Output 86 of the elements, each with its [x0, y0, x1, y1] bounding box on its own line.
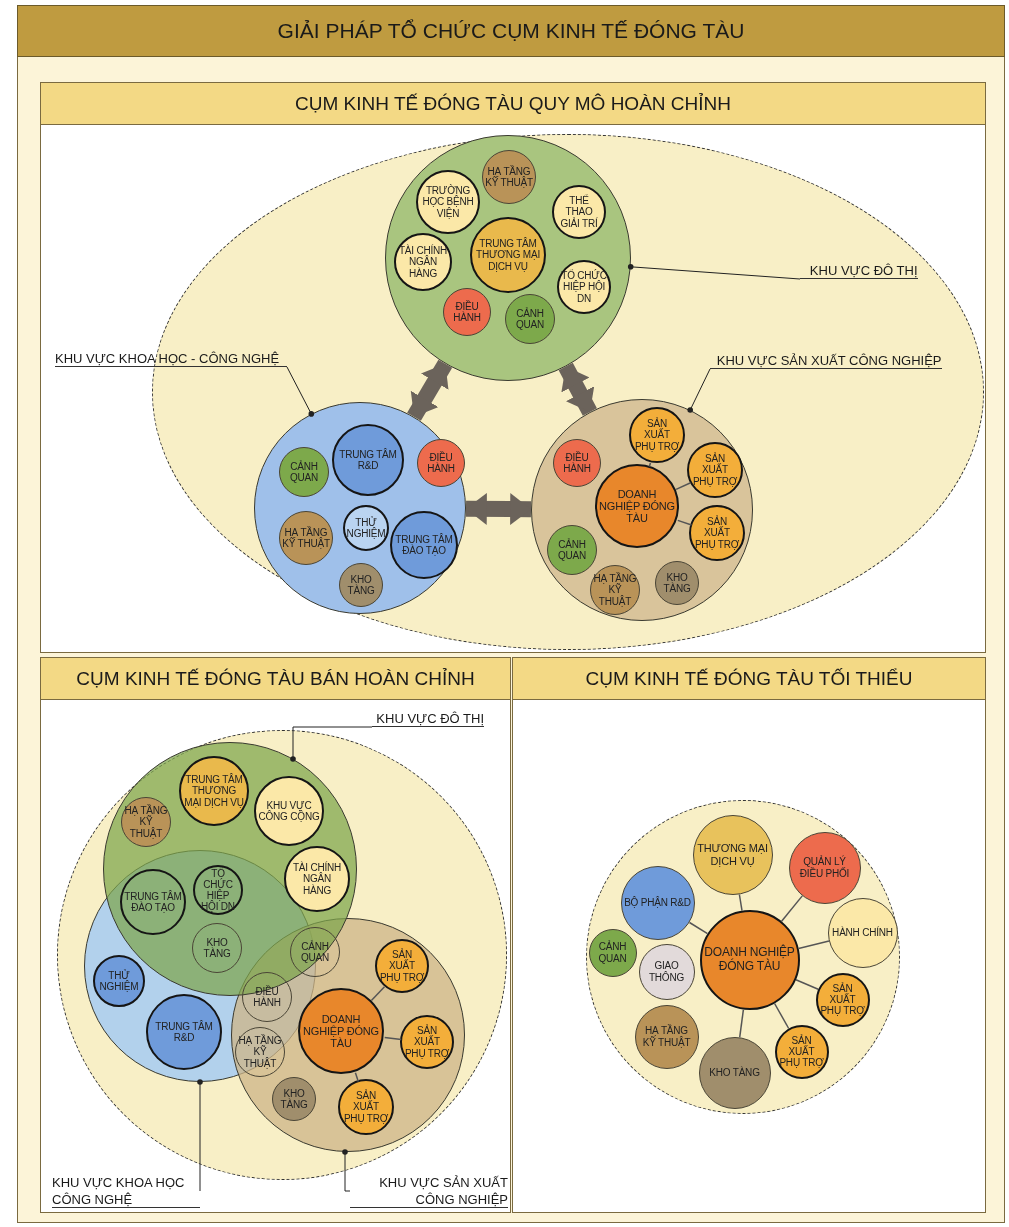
facility-circle: SẢN XUẤT PHỤ TRỢ [687, 442, 743, 498]
connector-line [738, 893, 743, 912]
facility-circle: THỬ NGHIỆM [343, 505, 389, 551]
facility-circle: HẠ TẦNG KỸ THUẬT [634, 1004, 699, 1069]
facility-circle: TRUNG TÂM R&D [332, 424, 404, 496]
facility-circle: DOANH NGHIỆP ĐÓNG TÀU [595, 464, 679, 548]
panel [40, 657, 511, 1213]
facility-circle: TRUNG TÂM ĐÀO TẠO [390, 511, 458, 579]
block-arrow [407, 359, 453, 421]
connector-line [795, 979, 819, 991]
facility-circle: ĐIỀU HÀNH [242, 972, 292, 1022]
facility-circle: HẠ TẦNG KỸ THUẬT [590, 565, 640, 615]
facility-circle: HẠ TẦNG KỸ THUẬT [235, 1027, 285, 1077]
zone-label: KHU VỰC ĐÔ THỊ [799, 261, 918, 279]
facility-circle: HẠ TẦNG KỸ THUẬT [279, 511, 333, 565]
block-arrow [558, 362, 597, 416]
facility-circle: KHO TÀNG [655, 561, 699, 605]
facility-circle: BỘ PHẬN R&D [620, 865, 695, 940]
panel-heading: CỤM KINH TẾ ĐÓNG TÀU BÁN HOÀN CHỈNH [41, 658, 510, 700]
facility-circle: THỂ THAO GIẢI TRÍ [552, 185, 606, 239]
facility-circle: KHO TÀNG [339, 563, 383, 607]
facility-circle: GIAO THÔNG [638, 943, 695, 1000]
facility-circle: ĐIỀU HÀNH [443, 288, 491, 336]
zone-label: KHU VỰC ĐÔ THỊ [372, 710, 484, 727]
facility-circle: KHU VỰC CÔNG CỘNG [254, 776, 324, 846]
zone-label: KHU VỰC SẢN XUẤT CÔNG NGHIỆP [350, 1174, 508, 1208]
connector-line [354, 1072, 360, 1083]
facility-circle: SẢN XUẤT PHỤ TRỢ [629, 407, 685, 463]
leader-line [290, 726, 373, 762]
facility-circle: TRUNG TÂM ĐÀO TẠO [120, 869, 186, 935]
connector-line [675, 481, 692, 491]
facility-circle: CẢNH QUAN [290, 927, 340, 977]
connector-line [648, 462, 652, 468]
facility-circle: TRUNG TÂM R&D [146, 994, 222, 1070]
facility-circle: SẢN XUẤT PHỤ TRỢ [400, 1015, 454, 1069]
facility-circle: TÀI CHÍNH NGÂN HÀNG [394, 233, 452, 291]
facility-circle: KHO TÀNG [192, 923, 242, 973]
facility-circle: TỔ CHỨC HIỆP HỘI DN [193, 865, 243, 915]
zone-label: KHU VỰC KHOA HỌC CÔNG NGHỆ [52, 1174, 200, 1208]
facility-circle: SẢN XUẤT PHỤ TRỢ [689, 505, 745, 561]
facility-circle: SẢN XUẤT PHỤ TRỢ [338, 1079, 394, 1135]
facility-circle: ĐIỀU HÀNH [553, 439, 601, 487]
facility-circle: TÀI CHÍNH NGÂN HÀNG [284, 846, 350, 912]
connector-line [677, 519, 693, 526]
facility-circle: DOANH NGHIỆP ĐÓNG TÀU [699, 909, 800, 1010]
facility-circle: TỔ CHỨC HIỆP HỘI DN [557, 260, 611, 314]
facility-circle: HẠ TẦNG KỸ THUẬT [482, 150, 536, 204]
connector-line [370, 985, 386, 1002]
facility-circle: SẢN XUẤT PHỤ TRỢ [774, 1024, 829, 1079]
leader-line [286, 366, 315, 417]
facility-circle: THỬ NGHIỆM [93, 955, 145, 1007]
panel [40, 82, 986, 653]
facility-circle: ĐIỀU HÀNH [417, 439, 465, 487]
leader-line [627, 264, 801, 280]
facility-circle: CẢNH QUAN [547, 525, 597, 575]
facility-circle: THƯƠNG MẠI DỊCH VỤ [692, 814, 773, 895]
zone-label: KHU VỰC KHOA HỌC - CÔNG NGHỆ [55, 350, 287, 367]
connector-line [688, 921, 709, 935]
connector-line [738, 1008, 745, 1039]
leader-line [687, 368, 711, 413]
panel-heading: CỤM KINH TẾ ĐÓNG TÀU QUY MÔ HOÀN CHỈNH [41, 83, 985, 125]
facility-circle: HÀNH CHÍNH [827, 897, 898, 968]
facility-circle: HẠ TẦNG KỸ THUẬT [121, 797, 171, 847]
leader-line [197, 1079, 203, 1192]
facility-circle: CẢNH QUAN [279, 447, 329, 497]
zone-label: KHU VỰC SẢN XUẤT CÔNG NGHIỆP [709, 351, 942, 369]
panel [512, 657, 986, 1213]
facility-circle: KHO TÀNG [272, 1077, 316, 1121]
title: GIẢI PHÁP TỔ CHỨC CỤM KINH TẾ ĐÓNG TÀU [17, 5, 1005, 57]
facility-circle: TRUNG TÂM THƯƠNG MẠI DỊCH VỤ [179, 756, 249, 826]
facility-circle: TRUNG TÂM THƯƠNG MẠI DỊCH VỤ [470, 217, 546, 293]
facility-circle: DOANH NGHIỆP ĐÓNG TÀU [298, 988, 384, 1074]
leader-line [342, 1149, 351, 1192]
connector-line [773, 1002, 790, 1030]
facility-circle: CẢNH QUAN [588, 928, 637, 977]
block-arrow [465, 492, 532, 526]
connector-line [383, 1036, 402, 1041]
facility-circle: CẢNH QUAN [505, 294, 555, 344]
facility-circle: QUẢN LÝ ĐIỀU PHỐI [788, 831, 861, 904]
connector-line [797, 940, 830, 950]
facility-circle: TRƯỜNG HỌC BỆNH VIỆN [416, 170, 480, 234]
facility-circle: SẢN XUẤT PHỤ TRỢ [375, 939, 429, 993]
panel-heading: CỤM KINH TẾ ĐÓNG TÀU TỐI THIỂU [513, 658, 985, 700]
connector-line [780, 895, 804, 922]
facility-circle: SẢN XUẤT PHỤ TRỢ [815, 972, 870, 1027]
facility-circle: KHO TÀNG [698, 1036, 771, 1109]
